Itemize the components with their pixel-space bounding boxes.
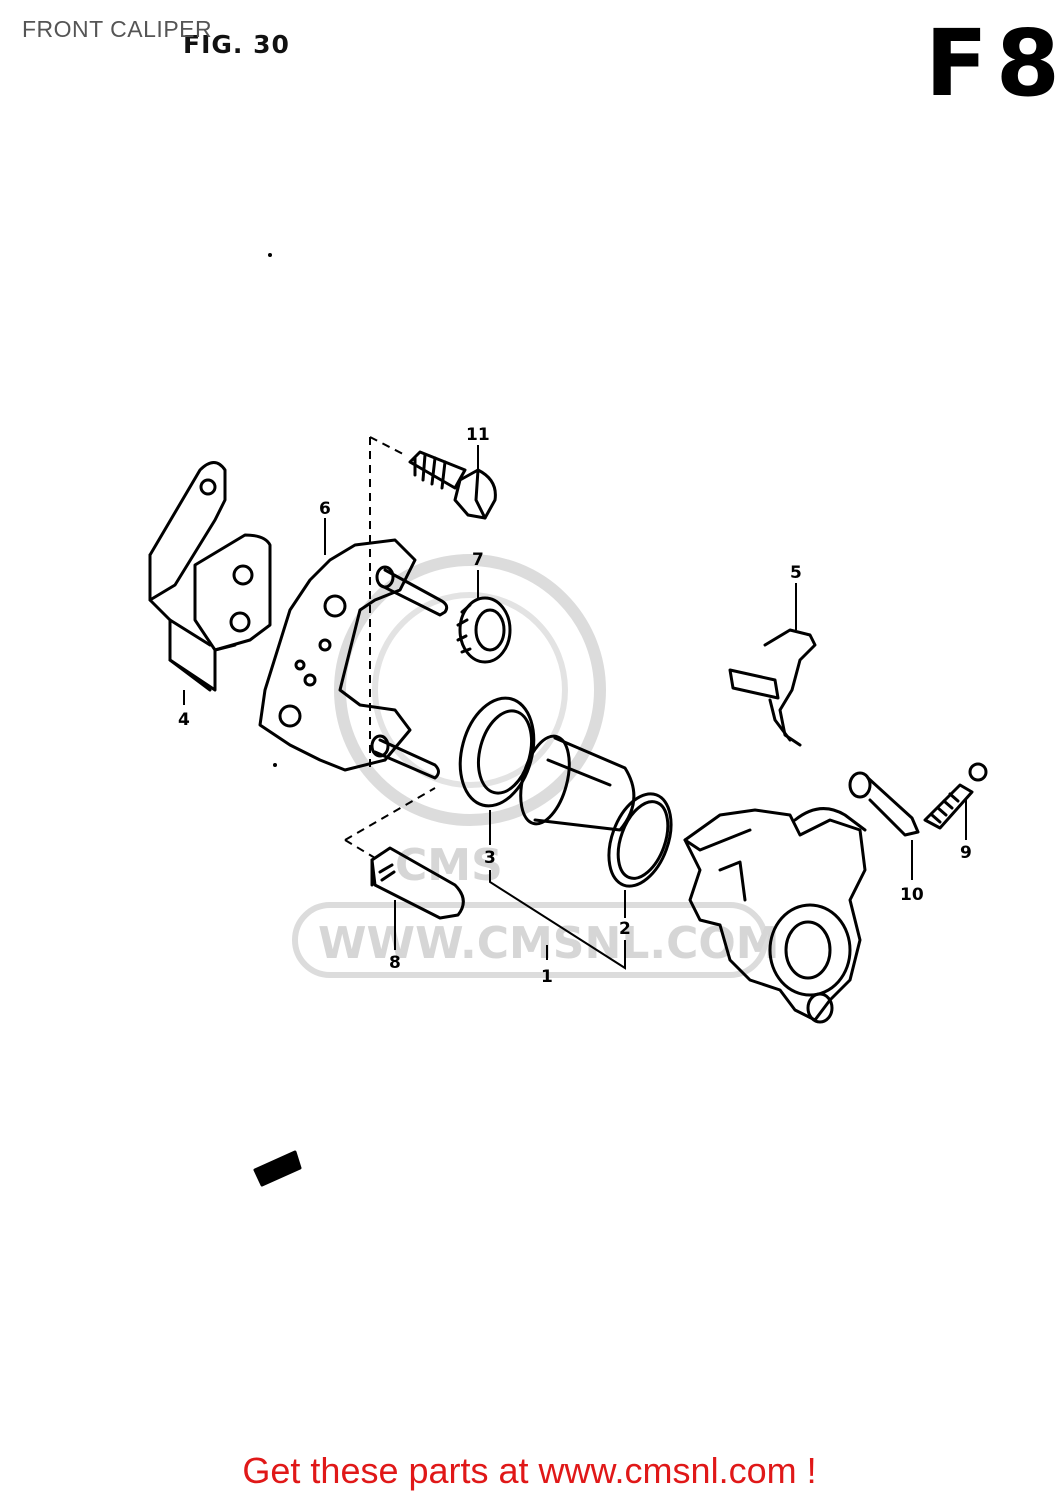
callout-labels: 11 6 7 5 4 3 2 1 8 9 10 <box>178 425 972 987</box>
bolt-part-11 <box>408 450 497 520</box>
callout-8: 8 <box>389 953 401 973</box>
boot-part-7 <box>456 596 512 664</box>
page-code: F8 <box>925 10 1059 117</box>
callout-1: 1 <box>541 967 553 987</box>
callout-4: 4 <box>178 710 190 730</box>
sleeve-bolt-part-8 <box>370 846 465 920</box>
dust-seal-part-2 <box>607 792 673 888</box>
figure-number: FIG. 30 <box>183 30 290 59</box>
callout-11: 11 <box>466 425 490 445</box>
callout-9: 9 <box>960 843 972 863</box>
callout-7: 7 <box>472 550 484 570</box>
front-direction-arrow <box>253 1150 302 1187</box>
callout-3: 3 <box>484 848 496 868</box>
callout-6: 6 <box>319 499 331 519</box>
caliper-body <box>683 807 867 1024</box>
bracket-part-6 <box>258 538 449 780</box>
callout-2: 2 <box>619 919 631 939</box>
bleeder-cap-part-10 <box>848 771 920 837</box>
footer-link[interactable]: Get these parts at www.cmsnl.com ! <box>242 1450 817 1491</box>
piston-seal-part-3 <box>458 696 536 808</box>
page-title: FRONT CALIPER <box>22 16 213 42</box>
bleeder-valve-part-9 <box>923 762 988 830</box>
callout-10: 10 <box>900 885 924 905</box>
exploded-parts-diagram: CMS WWW.CMSNL.COM <box>148 253 988 1187</box>
callout-5: 5 <box>790 563 802 583</box>
watermark-text: WWW.CMSNL.COM <box>318 918 780 969</box>
piston <box>519 734 636 832</box>
leader-lines <box>183 436 967 970</box>
brake-pads-part-4 <box>148 461 272 692</box>
pad-spring-part-5 <box>728 628 817 747</box>
